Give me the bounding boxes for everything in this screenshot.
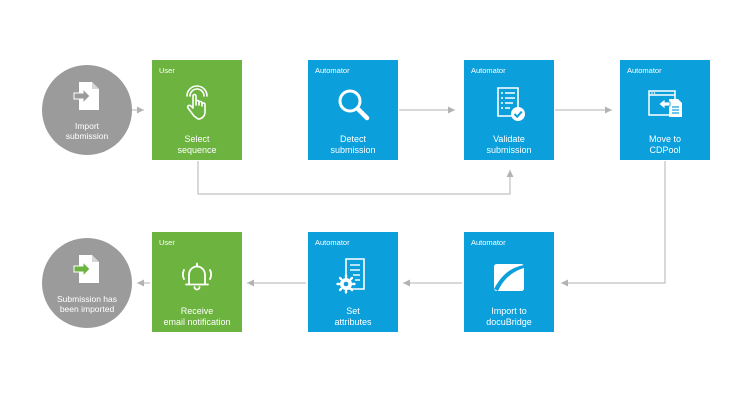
submission-imported-label: Submission has been imported xyxy=(56,294,117,314)
checklist-check-icon xyxy=(497,87,525,121)
role-label: Automator xyxy=(627,66,662,75)
role-label: User xyxy=(159,66,175,75)
ringing-bell-icon xyxy=(181,262,213,291)
receive-email-notification-label: Receive email notification xyxy=(163,306,231,327)
move-to-cdpool-label: Move to CDPool xyxy=(648,134,681,155)
tap-hand-icon xyxy=(186,85,208,120)
role-label: Automator xyxy=(471,66,506,75)
move-to-cdpool-node: Automator Move to CDPool xyxy=(620,60,710,160)
role-label: Automator xyxy=(315,238,350,247)
set-attributes-node: Automator Set attributes xyxy=(308,232,398,332)
import-to-docubridge-label: Import to docuBridge xyxy=(486,306,532,327)
document-gear-icon xyxy=(336,258,365,294)
import-submission-label: Import submission xyxy=(65,121,109,141)
window-move-icon xyxy=(648,90,682,117)
detect-submission-node: Automator Detect submission xyxy=(308,60,398,160)
role-label: Automator xyxy=(315,66,350,75)
role-label: User xyxy=(159,238,175,247)
receive-email-notification-node: User Receive email notification xyxy=(152,232,242,332)
import-to-docubridge-node: Automator Import to docuBridge xyxy=(464,232,554,332)
submission-imported-node: Submission has been imported xyxy=(42,238,132,328)
magnifier-icon xyxy=(338,89,370,121)
arrow-move-to-import xyxy=(561,161,666,287)
docubridge-logo-icon xyxy=(494,264,524,291)
validate-submission-node: Automator Validate submission xyxy=(464,60,554,160)
import-submission-node: Import submission xyxy=(42,65,132,155)
file-imported-icon xyxy=(73,255,99,283)
validate-submission-label: Validate submission xyxy=(486,134,532,155)
select-sequence-label: Select sequence xyxy=(177,134,217,155)
select-sequence-node: User Select sequence xyxy=(152,60,242,160)
detect-submission-label: Detect submission xyxy=(330,134,376,155)
set-attributes-label: Set attributes xyxy=(334,306,372,327)
arrow-select-to-validate xyxy=(197,161,514,195)
role-label: Automator xyxy=(471,238,506,247)
file-import-icon xyxy=(73,82,99,110)
